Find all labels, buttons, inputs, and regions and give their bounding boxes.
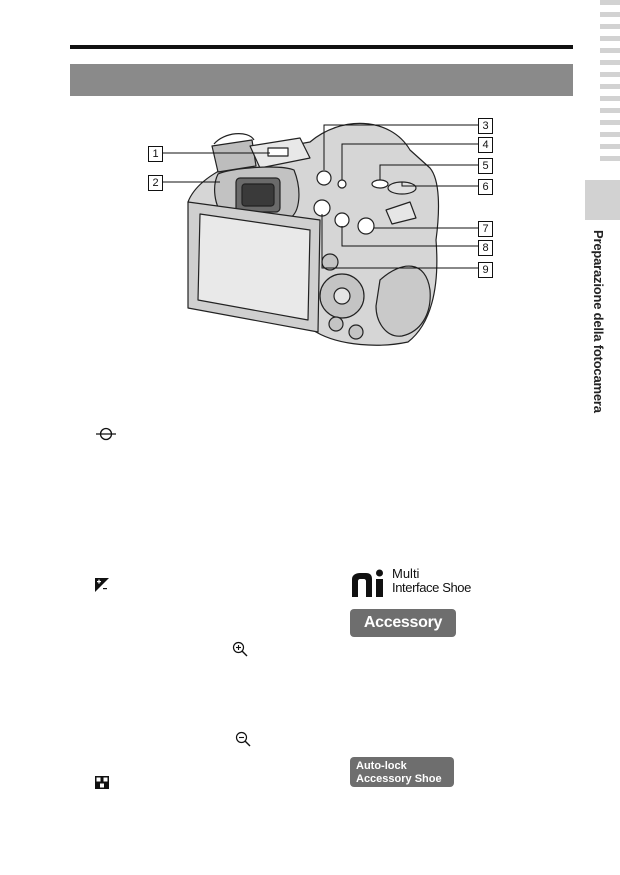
multi-interface-text: Multi Interface Shoe — [392, 566, 471, 595]
mi-logo-icon — [352, 569, 383, 597]
button-3 — [316, 170, 332, 186]
callout-1: 1 — [148, 146, 163, 162]
top-rule — [70, 45, 573, 49]
section-title: Preparazione della fotocamera — [580, 230, 610, 440]
header-band — [70, 64, 573, 96]
mode-dial — [211, 139, 257, 173]
auto-lock-line1: Auto-lock — [356, 760, 407, 772]
lcd-screen — [197, 213, 311, 321]
callout-6: 6 — [478, 179, 493, 195]
auto-lock-accessory-shoe-badge: Auto-lock Accessory Shoe — [350, 757, 454, 787]
multi-interface-shoe-logo: Multi Interface Shoe — [352, 567, 492, 599]
section-title-text: Preparazione della fotocamera — [591, 230, 606, 413]
button-4 — [337, 179, 347, 189]
accessory-shoe-badge: Accessory Shoe — [350, 609, 456, 659]
index-view-icon — [95, 776, 109, 789]
callout-5: 5 — [478, 158, 493, 174]
grip — [375, 265, 431, 337]
button-7 — [357, 217, 375, 235]
auto-lock-line2: Accessory Shoe — [356, 773, 442, 785]
callout-3: 3 — [478, 118, 493, 134]
button-5 — [371, 179, 389, 189]
active-section-tab[interactable] — [585, 180, 620, 220]
callout-7: 7 — [478, 221, 493, 237]
callout-4: 4 — [478, 137, 493, 153]
focal-plane-mark-icon — [96, 427, 116, 441]
callout-2: 2 — [148, 175, 163, 191]
camera-rear-illustration — [162, 122, 478, 346]
callout-9: 9 — [478, 262, 493, 278]
exposure-compensation-icon — [95, 578, 109, 592]
callout-8: 8 — [478, 240, 493, 256]
button-8 — [334, 212, 350, 228]
zoom-out-icon — [235, 731, 251, 747]
zoom-in-icon — [232, 641, 248, 657]
button-9 — [313, 199, 331, 217]
